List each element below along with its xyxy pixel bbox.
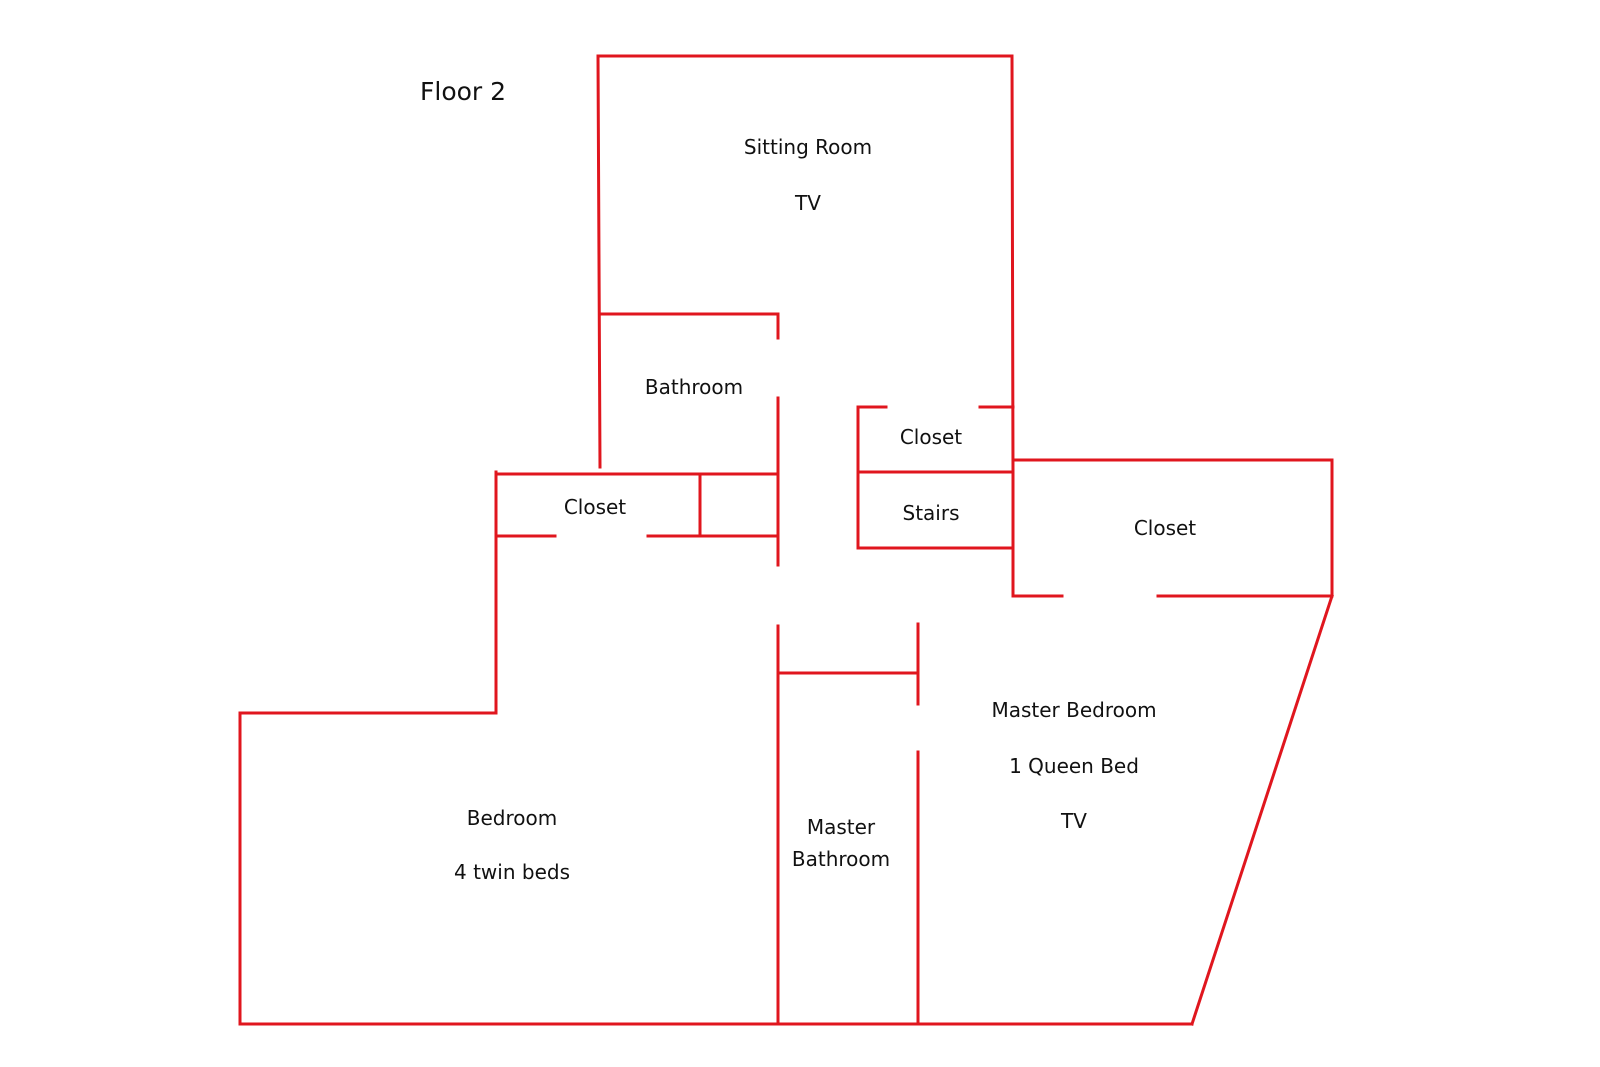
bedroom-label: Bedroom: [467, 806, 557, 830]
master-bedroom-diagonal-wall: [1190, 594, 1334, 1026]
closet-right-label: Closet: [1134, 516, 1196, 540]
walls: [238, 54, 1334, 1026]
sitting-room-walls: [596, 54, 1015, 474]
labels: Floor 2 Sitting Room TV Bathroom Closet …: [420, 77, 1196, 884]
closet-upper-walls: [856, 405, 1015, 550]
stairs-label: Stairs: [903, 501, 960, 525]
bedroom-beds-label: 4 twin beds: [454, 860, 570, 884]
master-bathroom-label-line1: Master: [807, 815, 876, 839]
floor-title: Floor 2: [420, 77, 506, 106]
closet-right-walls: [1011, 458, 1334, 598]
closet-hall-label: Closet: [564, 495, 626, 519]
sitting-room-label: Sitting Room: [744, 135, 872, 159]
closet-upper-label: Closet: [900, 425, 962, 449]
bedroom-walls: [238, 470, 1194, 1026]
master-bedroom-bed-label: 1 Queen Bed: [1009, 754, 1139, 778]
bathroom-label: Bathroom: [645, 375, 743, 399]
master-bedroom-tv-label: TV: [1060, 809, 1087, 833]
master-bathroom-label-line2: Bathroom: [792, 847, 890, 871]
master-bedroom-label: Master Bedroom: [991, 698, 1156, 722]
closet-right-bottom-left: [1011, 470, 1064, 598]
bathroom-top-wall: [598, 312, 780, 340]
sitting-room-tv-label: TV: [794, 191, 821, 215]
